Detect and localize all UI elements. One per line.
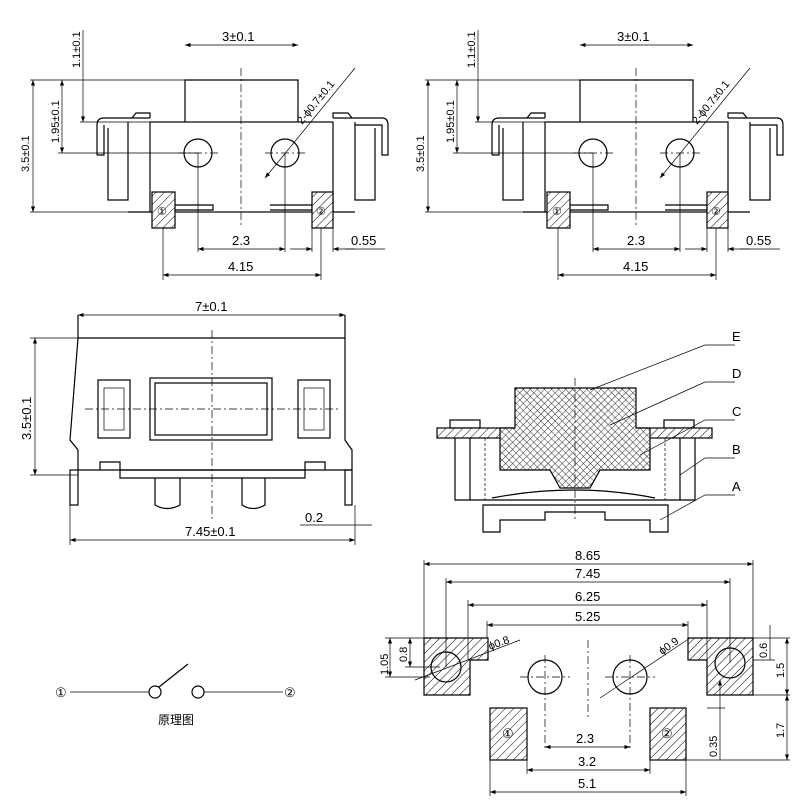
hole-pitch-dim: 2.3 (232, 233, 250, 248)
actuator-height-dim: 1.1±0.1 (466, 31, 478, 68)
terminal-width-dim: 0.55 (746, 233, 771, 248)
dim-8-65: 8.65 (575, 548, 600, 563)
schematic-terminal-1: ① (55, 685, 67, 700)
terminal-2-label: ② (316, 206, 326, 218)
dim-right-pad: 1.5 (775, 663, 787, 678)
hole-pitch-dim: 2.3 (627, 233, 645, 248)
schematic-caption: 原理图 (158, 713, 194, 727)
front-view: 7±0.1 3.5±0.1 7.45±0.1 0.2 (19, 299, 372, 545)
label-c: C (732, 404, 741, 419)
label-b: B (732, 442, 741, 457)
actuator-height-dim: 1.1±0.1 (71, 31, 83, 68)
dim-2-3: 2.3 (576, 731, 594, 746)
section-view: E D C B A (436, 329, 741, 533)
terminal-1-label: ① (552, 206, 562, 218)
pcb-footprint: ① ② 8.65 7.45 6.25 5.25 2.3 3.2 5.1 ϕ0.8… (379, 548, 790, 796)
actuator-width-dim: 3±0.1 (222, 29, 254, 44)
pad-terminal-1: ① (502, 726, 514, 741)
schematic-terminal-2: ② (284, 685, 296, 700)
dim-6-25: 6.25 (575, 589, 600, 604)
dia-left: ϕ0.8 (487, 634, 511, 653)
hole-height-dim: 1.95±0.1 (445, 100, 457, 143)
hole-height-dim: 1.95±0.1 (50, 100, 62, 143)
terminal-pitch-dim: 4.15 (623, 259, 648, 274)
label-a: A (732, 479, 741, 494)
terminal-width-dim: 0.55 (351, 233, 376, 248)
dim-left-outer: 1.05 (379, 654, 391, 675)
front-pin-dim: 0.2 (305, 510, 323, 525)
terminal-2-label: ② (711, 206, 721, 218)
top-view-right: ① ② 3±0.1 1.1±0.1 1.95±0.1 3.5±0.1 2-ϕ0.… (415, 29, 784, 280)
hole-diameter-dim: 2-ϕ0.7±0.1 (295, 78, 337, 126)
pad-terminal-2: ② (661, 726, 673, 741)
dim-right-gap: 0.35 (708, 736, 720, 757)
terminal-1-label: ① (157, 206, 167, 218)
switch-schematic: ① ② 原理图 (55, 663, 296, 727)
front-height-dim: 3.5±0.1 (19, 397, 34, 440)
dim-right-top: 0.6 (758, 643, 770, 658)
dim-5-25: 5.25 (575, 609, 600, 624)
dim-5-1: 5.1 (578, 776, 596, 791)
front-total-width-dim: 7.45±0.1 (185, 524, 236, 539)
dim-7-45: 7.45 (575, 566, 600, 581)
hole-diameter-dim: 2-ϕ0.7±0.1 (690, 78, 732, 126)
top-view-left: ① ② 3±0.1 1.1±0.1 1.95±0.1 3.5±0.1 2-ϕ0.… (20, 29, 389, 280)
total-height-dim: 3.5±0.1 (20, 135, 32, 172)
total-height-dim: 3.5±0.1 (415, 135, 427, 172)
actuator-width-dim: 3±0.1 (617, 29, 649, 44)
terminal-pitch-dim: 4.15 (228, 259, 253, 274)
label-e: E (732, 329, 741, 344)
dim-3-2: 3.2 (578, 754, 596, 769)
section-leaders (589, 344, 735, 521)
label-d: D (732, 366, 741, 381)
front-width-dim: 7±0.1 (195, 299, 227, 314)
dia-right: ϕ0.9 (657, 635, 681, 657)
dim-right-lower: 1.7 (775, 723, 787, 738)
dim-left-inner: 0.8 (398, 647, 410, 662)
